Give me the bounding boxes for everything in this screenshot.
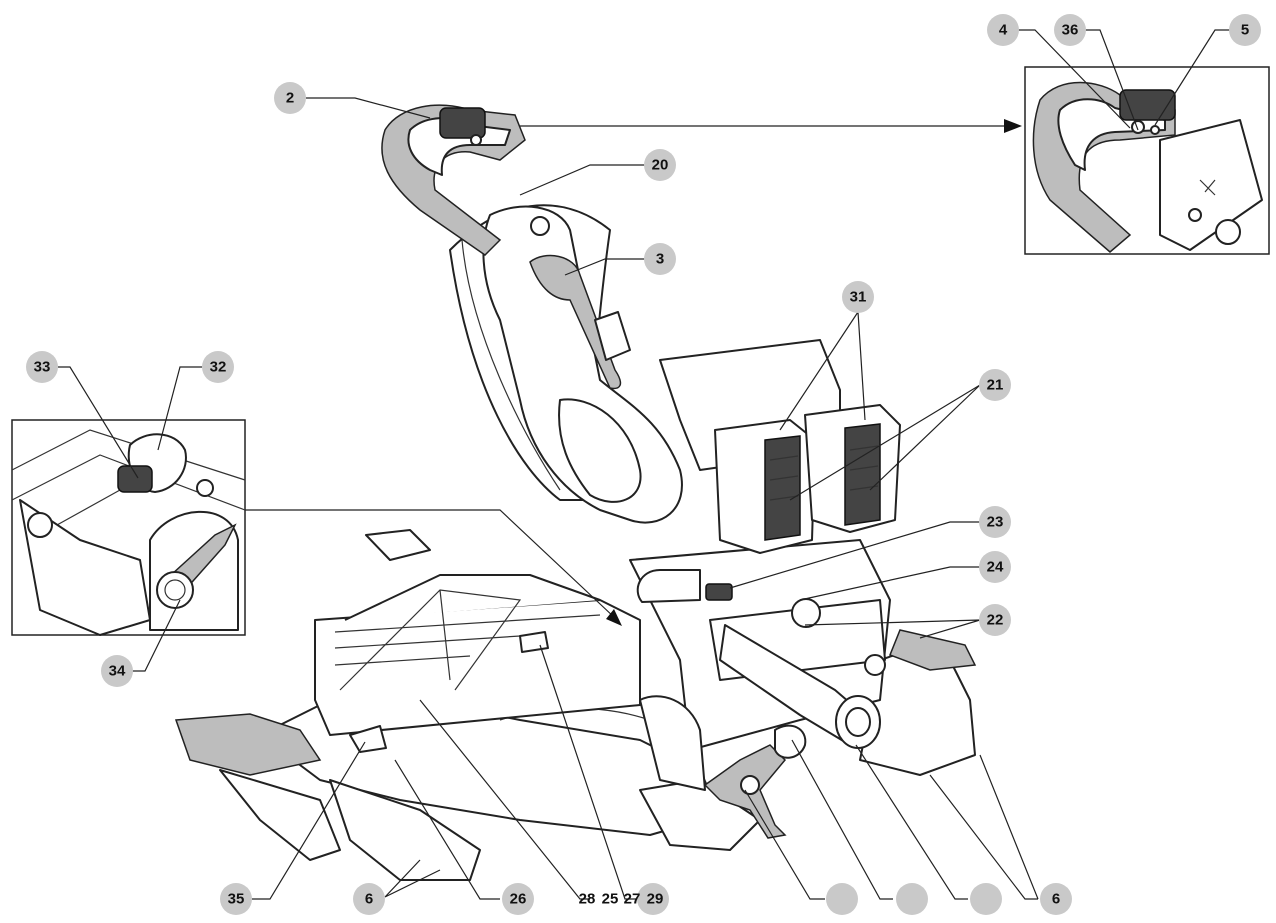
callout-22: 22 <box>979 604 1011 636</box>
callout-group-28-25-27-29: 28 25 27 29 <box>579 883 669 915</box>
callout-33: 33 <box>26 351 58 383</box>
bevel-detail-inset <box>11 419 246 636</box>
callout-blank-3 <box>970 883 1002 915</box>
callout-label: 35 <box>228 891 245 908</box>
callout-label: 6 <box>365 891 373 908</box>
callout-34: 34 <box>101 655 133 687</box>
leader-lines <box>58 29 1230 900</box>
callout-2: 2 <box>274 82 306 114</box>
callout-label: 33 <box>34 359 51 376</box>
callout-label: 4 <box>999 22 1008 39</box>
callout-31: 31 <box>842 281 874 313</box>
callout-21: 21 <box>979 369 1011 401</box>
callout-blank-1 <box>826 883 858 915</box>
callout-blank-2 <box>896 883 928 915</box>
callout-label: 32 <box>210 359 227 376</box>
arrow-head-right-icon <box>1004 119 1022 133</box>
callout-20: 20 <box>644 149 676 181</box>
callout-label-29: 29 <box>647 891 664 908</box>
callout-5: 5 <box>1229 14 1261 46</box>
callout-label: 24 <box>987 559 1004 576</box>
callout-label: 26 <box>510 891 527 908</box>
callout-6-right: 6 <box>1040 883 1072 915</box>
callout-label: 2 <box>286 90 294 107</box>
callout-label-27: 27 <box>624 891 641 908</box>
arrow-head-down-icon <box>606 609 622 626</box>
callout-32: 32 <box>202 351 234 383</box>
callout-label: 3 <box>656 251 664 268</box>
handle-detail-inset <box>1024 66 1270 255</box>
callout-label: 6 <box>1052 891 1060 908</box>
callout-label-25: 25 <box>602 891 619 908</box>
callout-label: 20 <box>652 157 669 174</box>
callout-36: 36 <box>1054 14 1086 46</box>
callout-label: 5 <box>1241 22 1249 39</box>
callout-24: 24 <box>979 551 1011 583</box>
callout-label: 31 <box>850 289 867 306</box>
callout-label: 22 <box>987 612 1004 629</box>
callout-label: 34 <box>109 663 126 680</box>
callout-35: 35 <box>220 883 252 915</box>
callout-label-28: 28 <box>579 891 596 908</box>
callout-3: 3 <box>644 243 676 275</box>
miter-saw-body <box>174 104 977 881</box>
callout-4: 4 <box>987 14 1019 46</box>
callout-label: 23 <box>987 514 1004 531</box>
callout-6-left: 6 <box>353 883 385 915</box>
callout-label: 21 <box>987 377 1004 394</box>
callout-23: 23 <box>979 506 1011 538</box>
callout-label: 36 <box>1062 22 1079 39</box>
inset-arrows <box>245 119 1022 626</box>
callout-26: 26 <box>502 883 534 915</box>
